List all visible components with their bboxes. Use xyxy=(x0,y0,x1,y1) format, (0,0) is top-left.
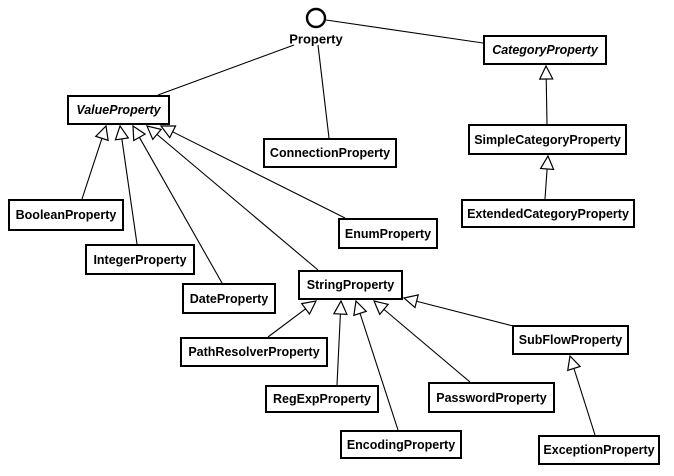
class-name-label: StringProperty xyxy=(306,278,395,292)
generalization-arrowhead-icon xyxy=(538,64,554,80)
class-box-category-property: CategoryProperty xyxy=(483,35,607,65)
class-box-string-property: StringProperty xyxy=(298,270,403,300)
class-box-reg-exp-property: RegExpProperty xyxy=(265,385,379,413)
generalization-edge xyxy=(267,308,306,338)
class-name-label: ValueProperty xyxy=(76,103,161,117)
class-name-label: ExtendedCategoryProperty xyxy=(467,206,629,221)
class-name-label: CategoryProperty xyxy=(492,43,598,57)
interface-link-edge xyxy=(157,44,295,96)
generalization-arrowhead-icon xyxy=(159,125,177,139)
generalization-edge xyxy=(359,313,399,431)
generalization-arrowhead-icon xyxy=(539,154,555,171)
generalization-arrowhead-icon xyxy=(372,300,390,316)
generalization-arrowhead-icon xyxy=(145,125,163,141)
interface-link-edge xyxy=(325,19,484,44)
class-name-label: SimpleCategoryProperty xyxy=(474,132,621,147)
generalization-arrowhead-icon xyxy=(353,299,368,317)
generalization-edge xyxy=(416,300,514,327)
class-box-integer-property: IntegerProperty xyxy=(85,244,195,275)
interface-link-edge xyxy=(317,44,330,139)
class-box-exception-property: ExceptionProperty xyxy=(538,435,660,465)
class-box-value-property: ValueProperty xyxy=(67,95,170,125)
class-box-enum-property: EnumProperty xyxy=(338,218,438,249)
class-name-label: BooleanProperty xyxy=(15,208,117,222)
generalization-edge xyxy=(172,131,346,219)
class-box-boolean-property: BooleanProperty xyxy=(8,199,124,231)
generalization-edge xyxy=(573,368,596,436)
generalization-arrowhead-icon xyxy=(132,124,147,142)
class-name-label: RegExpProperty xyxy=(273,392,371,406)
class-name-label: EncodingProperty xyxy=(346,437,456,452)
class-box-connection-property: ConnectionProperty xyxy=(263,138,397,168)
generalization-arrowhead-icon xyxy=(114,124,130,141)
class-box-extended-category-property: ExtendedCategoryProperty xyxy=(461,199,635,228)
generalization-edge xyxy=(383,308,471,383)
generalization-edge xyxy=(138,137,223,284)
generalization-edge xyxy=(336,313,341,386)
class-name-label: DateProperty xyxy=(189,291,269,306)
generalization-edge xyxy=(121,138,138,245)
class-box-sub-flow-property: SubFlowProperty xyxy=(512,325,629,355)
generalization-arrowhead-icon xyxy=(402,294,420,309)
generalization-arrowhead-icon xyxy=(566,354,582,372)
class-name-label: ExceptionProperty xyxy=(543,443,655,457)
class-name-label: PathResolverProperty xyxy=(188,345,320,359)
class-box-password-property: PasswordProperty xyxy=(428,382,555,413)
generalization-edge xyxy=(81,138,103,200)
generalization-arrowhead-icon xyxy=(94,124,109,142)
class-box-date-property: DateProperty xyxy=(182,283,276,314)
class-box-path-resolver-property: PathResolverProperty xyxy=(180,337,328,367)
generalization-edge xyxy=(545,78,548,125)
class-box-encoding-property: EncodingProperty xyxy=(340,430,462,459)
class-box-simple-category-property: SimpleCategoryProperty xyxy=(468,124,627,155)
class-name-label: PasswordProperty xyxy=(436,390,547,405)
class-name-label: IntegerProperty xyxy=(93,252,187,267)
class-name-label: EnumProperty xyxy=(344,226,432,241)
class-name-label: ConnectionProperty xyxy=(269,146,391,160)
interface-circle-icon xyxy=(305,7,327,29)
generalization-edge xyxy=(544,168,548,200)
generalization-edge xyxy=(156,133,319,271)
generalization-arrowhead-icon xyxy=(332,299,348,315)
generalization-arrowhead-icon xyxy=(300,300,318,316)
class-name-label: SubFlowProperty xyxy=(518,333,623,347)
interface-name-label: Property xyxy=(289,31,343,47)
